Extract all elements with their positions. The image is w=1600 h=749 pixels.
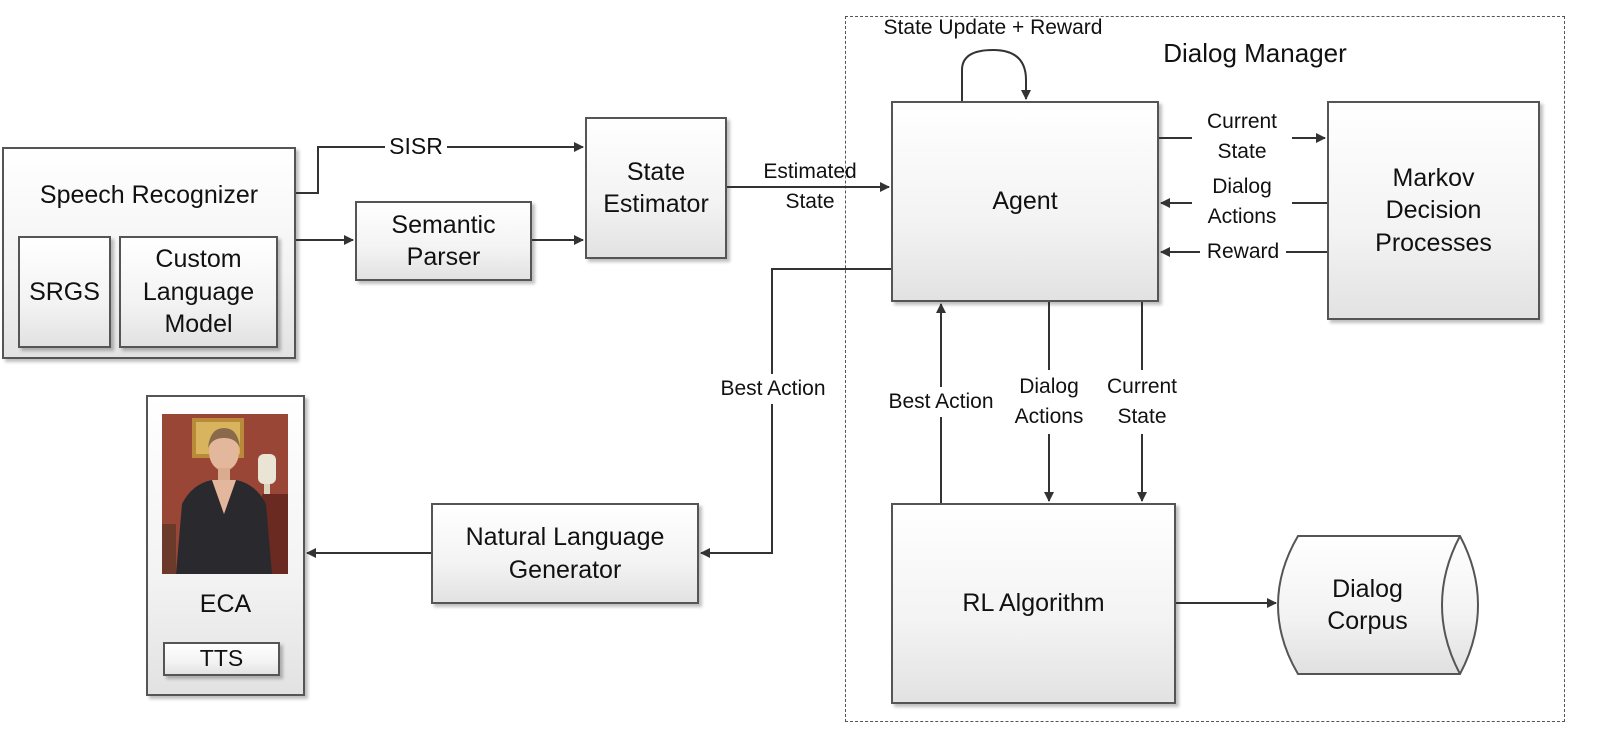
tts-label: TTS [199,645,244,672]
current-state-top-label: Current State [1192,105,1292,169]
srgs-box [18,236,111,348]
dialog-manager-title: Dialog Manager [1163,38,1347,69]
dialog-actions-top-label: Dialog Actions [1192,170,1292,234]
speech-recognizer-label: Speech Recognizer [39,180,259,209]
dialog-corpus-shape [1276,535,1480,675]
custom-language-model-label: Custom Language Model [142,245,255,339]
sisr-arrow [296,142,584,194]
dialog-actions-bottom-label: Dialog Actions [1004,370,1094,434]
agent-box [891,101,1159,302]
eca-label: ECA [199,589,252,618]
nlg-box [431,503,699,604]
nlg-label: Natural Language Generator [465,523,665,584]
best-action-left-label: Best Action [705,374,841,404]
agent-label: Agent [992,187,1058,216]
current-state-bottom-label: Current State [1094,370,1190,434]
dialog-manager-frame [845,16,1565,722]
mdp-box [1327,101,1540,320]
tts-box [163,642,280,676]
reward-label: Reward [1200,238,1286,266]
state-estimator-label: State Estimator [603,157,709,219]
loop-label: State Update + Reward [883,15,1103,39]
srgs-label: SRGS [29,277,100,306]
state-update-loop [961,48,1031,101]
semantic-parser-label: Semantic Parser [391,210,496,272]
rl-algorithm-box [891,503,1176,704]
best-action-left-arrow [700,268,891,558]
dialog-corpus-label: Dialog Corpus [1327,574,1408,636]
avatar-illustration [162,414,288,574]
semantic-parser-box [355,201,532,281]
rl-algorithm-label: RL Algorithm [962,589,1105,618]
estimated-state-label: Estimated State [763,159,857,213]
state-estimator-box [585,117,727,259]
best-action-mid-label: Best Action [874,387,1008,417]
custom-language-model-box [119,236,278,348]
sisr-label: SISR [385,132,447,162]
mdp-label: Markov Decision Processes [1375,163,1492,257]
eca-avatar [162,414,288,574]
